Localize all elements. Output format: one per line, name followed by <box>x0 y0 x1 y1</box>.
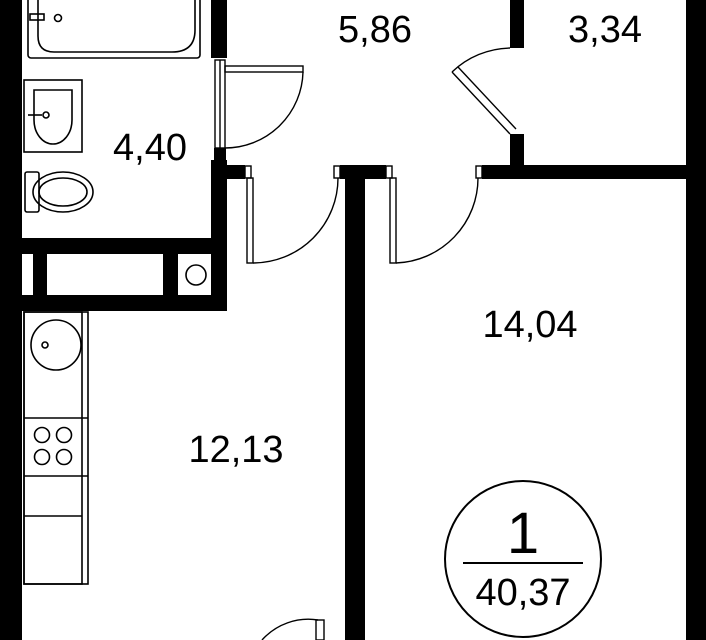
cabinet-divider-1 <box>33 254 47 295</box>
kitchen-door <box>244 165 341 264</box>
sink-icon <box>23 79 83 153</box>
kitchen-counter-back <box>23 311 83 585</box>
kitchen-bedroom-wall <box>345 165 365 640</box>
bathroom-wall-lower <box>211 160 227 260</box>
outer-wall-right <box>686 0 706 640</box>
meter-icon <box>185 264 207 286</box>
hall-area: 5,86 <box>338 9 412 51</box>
kitchen-sink-icon <box>30 319 82 371</box>
bathroom-wall-bottom <box>22 238 227 254</box>
apartment-badge: 1 40,37 <box>444 480 602 638</box>
bedroom-area: 14,04 <box>482 304 577 346</box>
storage-area: 3,34 <box>568 9 642 51</box>
cabinet-fixture <box>185 264 207 286</box>
storage-wall-upper <box>510 0 524 48</box>
kitchen-bottom-door <box>261 618 325 640</box>
rooms-count: 1 <box>507 501 539 566</box>
bathroom-fixtures <box>23 0 201 213</box>
doors <box>214 47 517 640</box>
stove-icon <box>33 426 73 466</box>
outer-wall-left <box>0 0 22 640</box>
toilet-icon <box>24 171 94 213</box>
corridor-stub <box>227 165 245 179</box>
total-area: 40,37 <box>475 572 570 614</box>
storage-door <box>451 47 517 135</box>
bathtub-icon <box>27 0 201 59</box>
cabinet-divider-2 <box>163 254 178 295</box>
badge-circle <box>444 480 602 638</box>
bathroom-wall-stub <box>214 148 226 160</box>
bedroom-wall-top <box>482 165 686 179</box>
bathroom-wall-upper <box>211 0 227 58</box>
cabinet-wall-bottom <box>22 295 227 311</box>
bathroom-area: 4,40 <box>113 127 187 169</box>
kitchen-area: 12,13 <box>188 429 283 471</box>
bathroom-door <box>214 59 304 149</box>
kitchen-bedroom-wall-top <box>340 165 386 179</box>
cabinet-wall-right <box>211 254 227 311</box>
kitchen-fixtures <box>23 311 89 585</box>
bedroom-door <box>385 165 483 264</box>
